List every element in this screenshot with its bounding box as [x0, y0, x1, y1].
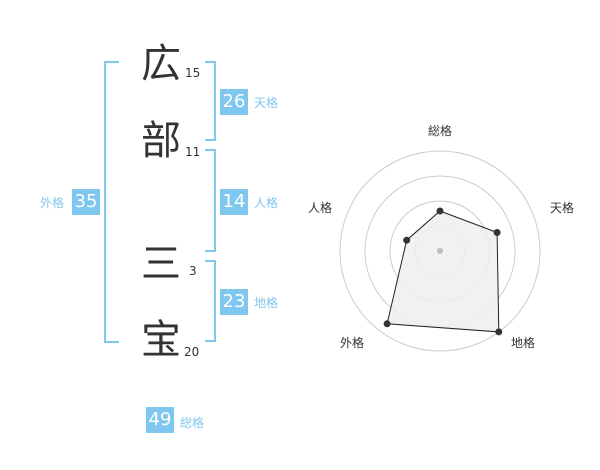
stroke-count-4: 20	[184, 345, 200, 359]
radar-axis-label-jinkaku: 人格	[308, 201, 333, 215]
radar-axis-label-gaikaku: 外格	[340, 336, 365, 350]
soukaku-label: 総格	[180, 416, 205, 430]
radar-center-point	[437, 248, 443, 254]
jinkaku-value: 14	[220, 189, 248, 215]
name-char-3: 三	[141, 241, 181, 287]
radar-axis-label-tenkaku: 天格	[550, 201, 575, 215]
stroke-count-3: 3	[189, 264, 197, 278]
tenkaku-bracket	[205, 61, 216, 141]
gaikaku-bracket	[104, 61, 119, 343]
gaikaku-label: 外格	[40, 196, 65, 210]
radar-point-3	[383, 320, 391, 328]
name-char-4: 宝	[141, 317, 181, 363]
radar-grid-ring	[339, 150, 541, 352]
radar-axis-label-soukaku: 総格	[428, 124, 453, 138]
radar-series-area	[386, 210, 500, 333]
soukaku-value: 49	[146, 407, 174, 433]
gaikaku-value: 35	[72, 189, 100, 215]
name-char-2: 部	[141, 118, 181, 164]
radar-point-0	[436, 207, 444, 215]
stroke-count-1: 15	[185, 66, 201, 80]
jinkaku-bracket	[205, 149, 216, 252]
radar-point-1	[493, 229, 501, 236]
chikaku-value: 23	[220, 289, 248, 315]
chikaku-bracket	[205, 260, 216, 342]
jinkaku-label: 人格	[254, 196, 279, 210]
name-char-1: 広	[141, 41, 181, 87]
tenkaku-value: 26	[220, 89, 248, 115]
stroke-count-2: 11	[185, 145, 201, 159]
radar-point-2	[495, 328, 503, 336]
radar-axis-label-chikaku: 地格	[511, 336, 536, 350]
chikaku-label: 地格	[254, 296, 279, 310]
tenkaku-label: 天格	[254, 96, 279, 110]
radar-point-4	[403, 236, 411, 244]
